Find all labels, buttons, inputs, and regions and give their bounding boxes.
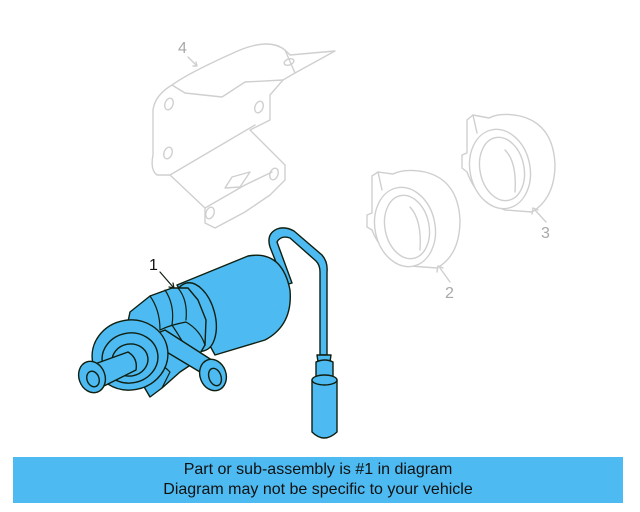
info-banner: Part or sub-assembly is #1 in diagram Di… [13, 457, 623, 503]
callout-1-label: 1 [149, 257, 158, 274]
part-2-grommet[interactable]: 2 [366, 169, 461, 302]
callout-2-label: 2 [445, 285, 454, 302]
part-4-bracket[interactable]: 4 [151, 40, 336, 229]
part-1-pump[interactable]: 1 [74, 227, 338, 439]
banner-line-disclaimer: Diagram may not be specific to your vehi… [163, 481, 473, 498]
callout-3-label: 3 [541, 225, 550, 242]
banner-line-part-number: Part or sub-assembly is #1 in diagram [183, 461, 453, 478]
callout-4-label: 4 [178, 40, 187, 57]
part-3-grommet[interactable]: 3 [461, 113, 556, 242]
